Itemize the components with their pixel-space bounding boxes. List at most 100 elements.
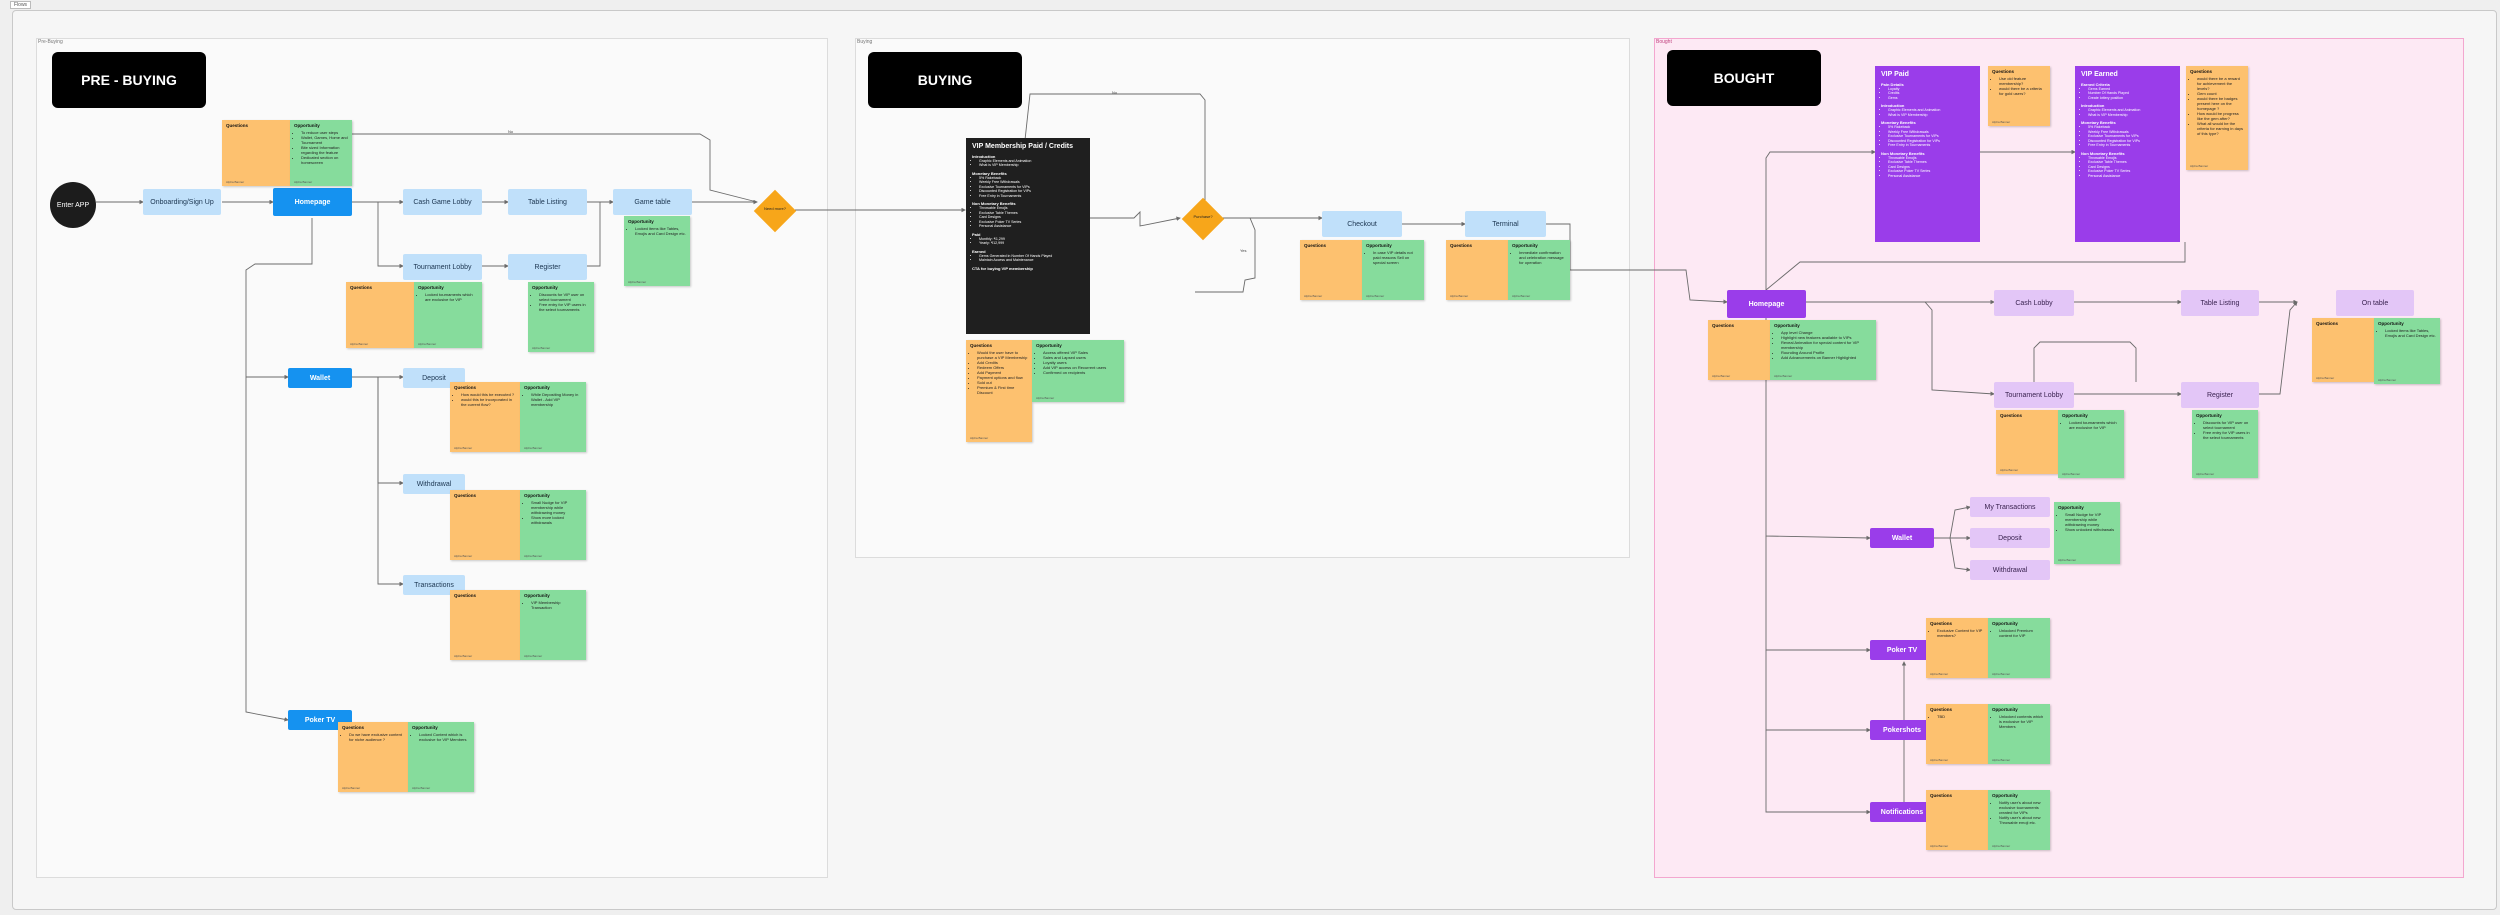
sticky-list-item: Free entry for VIP users in the select t…	[539, 302, 590, 312]
questions-sticky[interactable]: QuestionsDo we have exclusive content fo…	[338, 722, 408, 792]
opportunity-sticky[interactable]: OpportunityIn case VIP details not paid …	[1362, 240, 1424, 300]
questions-sticky[interactable]: QuestionsTBDAlpha Banner	[1926, 704, 1988, 764]
withdrawal-node[interactable]: Withdrawal	[403, 474, 465, 494]
bought-homepage-node[interactable]: Homepage	[1727, 290, 1806, 318]
homepage-node[interactable]: Homepage	[273, 188, 352, 216]
sticky-list: Discounts for VIP user on select tournam…	[2196, 420, 2254, 440]
opportunity-sticky[interactable]: OpportunityLocked items like Tables, Emo…	[624, 216, 690, 286]
sticky-heading: Opportunity	[524, 593, 550, 598]
checkout-node[interactable]: Checkout	[1322, 211, 1402, 237]
sticky-list-item: would this be incorporated in the curren…	[461, 397, 516, 407]
wallet-node[interactable]: Wallet	[288, 368, 352, 388]
register-node[interactable]: Register	[508, 254, 587, 280]
opportunity-sticky[interactable]: OpportunityLocked items like Tables, Emo…	[2374, 318, 2440, 384]
game-table-node[interactable]: Game table	[613, 189, 692, 215]
opportunity-sticky[interactable]: OpportunityLocked tournaments which are …	[414, 282, 482, 348]
opportunity-sticky[interactable]: OpportunityLocked Content which is exclu…	[408, 722, 474, 792]
card-section-list: Throwable EmojisExclusive Table ThemesCa…	[2081, 156, 2174, 178]
sticky-list-item: Confirmed on recipients	[1043, 370, 1120, 375]
questions-sticky[interactable]: QuestionsExclusive Content for VIP membe…	[1926, 618, 1988, 678]
questions-sticky[interactable]: QuestionsUse old feature membership?woul…	[1988, 66, 2050, 126]
opportunity-sticky[interactable]: OpportunityUnlocked contents which is ex…	[1988, 704, 2050, 764]
sticky-heading: Questions	[2316, 321, 2339, 326]
onboarding-node[interactable]: Onboarding/Sign Up	[143, 189, 221, 215]
bought-on-table-node[interactable]: On table	[2336, 290, 2414, 316]
opportunity-sticky[interactable]: OpportunityWhile Depositing Money in Wal…	[520, 382, 586, 452]
sticky-list-item: What all would be the criteria for earni…	[2197, 121, 2244, 136]
card-list-item: Monthly: ₹1,299	[979, 237, 1084, 241]
sticky-heading: Opportunity	[1992, 793, 2018, 798]
tournament-lobby-node[interactable]: Tournament Lobby	[403, 254, 482, 280]
sticky-heading: Questions	[226, 123, 249, 128]
bought-deposit-node[interactable]: Deposit	[1970, 528, 2050, 548]
card-section-list: LoyaltyCreditsGems	[1881, 87, 1974, 100]
opportunity-sticky[interactable]: OpportunityLocked tournaments which are …	[2058, 410, 2124, 478]
sticky-list: Locked Content which is exclusive for VI…	[412, 732, 470, 742]
sticky-list-item: Add Credits	[977, 360, 1028, 365]
opportunity-sticky[interactable]: OpportunityUnlocked Premium content for …	[1988, 618, 2050, 678]
sticky-list-item: How would be progress like the gem after…	[2197, 111, 2244, 121]
pokershots-node[interactable]: Pokershots	[1870, 720, 1934, 740]
card-list-item: Exclusive Table Themes	[979, 211, 1084, 215]
card-list-item: Free Entry in Tournaments	[979, 194, 1084, 198]
deposit-node[interactable]: Deposit	[403, 368, 465, 388]
opportunity-sticky[interactable]: OpportunityDiscounts for VIP user on sel…	[2192, 410, 2258, 478]
opportunity-sticky[interactable]: OpportunityDiscounts for VIP user on sel…	[528, 282, 594, 352]
bought-poker-tv-node[interactable]: Poker TV	[1870, 640, 1934, 660]
opportunity-sticky[interactable]: OpportunityVIP Membership TransactionAlp…	[520, 590, 586, 660]
terminal-node[interactable]: Terminal	[1465, 211, 1546, 237]
card-list-item: Exclusive Tournaments for VIPs	[2088, 134, 2174, 138]
table-listing-node[interactable]: Table Listing	[508, 189, 587, 215]
sticky-list-item: Access offered VIP Sales	[1043, 350, 1120, 355]
questions-sticky[interactable]: Questionswould there be a reward for ach…	[2186, 66, 2248, 170]
opportunity-sticky[interactable]: OpportunityAccess offered VIP SalesSales…	[1032, 340, 1124, 402]
sticky-heading: Opportunity	[418, 285, 444, 290]
opportunity-sticky[interactable]: OpportunityImmediate confirmation and ce…	[1508, 240, 1570, 300]
questions-sticky[interactable]: QuestionsHow would this be executed ?wou…	[450, 382, 520, 452]
sticky-footer: Alpha Banner	[294, 180, 313, 184]
card-section-list: Gems Generated in Number Of Hands Played…	[972, 254, 1084, 263]
edge-no-label-buying: No	[1112, 90, 1118, 95]
opportunity-sticky[interactable]: OpportunityNotify user's about new exclu…	[1988, 790, 2050, 850]
sticky-heading: Opportunity	[2062, 413, 2088, 418]
bought-tournament-lobby-node[interactable]: Tournament Lobby	[1994, 382, 2074, 408]
questions-sticky[interactable]: QuestionsWould the user have to purchase…	[966, 340, 1032, 442]
sticky-footer: Alpha Banner	[1992, 672, 2011, 676]
transactions-node[interactable]: Transactions	[403, 575, 465, 595]
my-transactions-node[interactable]: My Transactions	[1970, 497, 2050, 517]
sticky-footer: Alpha Banner	[2196, 472, 2215, 476]
opportunity-sticky[interactable]: OpportunitySmall Nudge for VIP membershi…	[520, 490, 586, 560]
bought-cash-lobby-node[interactable]: Cash Lobby	[1994, 290, 2074, 316]
cash-game-lobby-node[interactable]: Cash Game Lobby	[403, 189, 482, 215]
sticky-list: Discounts for VIP user on select tournam…	[532, 292, 590, 312]
sticky-list-item: Discounts for VIP user on select tournam…	[539, 292, 590, 302]
card-list-item: Weekly Free Withdrawals	[979, 180, 1084, 184]
sticky-heading: Questions	[1930, 793, 1953, 798]
notifications-node[interactable]: Notifications	[1870, 802, 1934, 822]
bought-withdrawal-node[interactable]: Withdrawal	[1970, 560, 2050, 580]
enter-app-node[interactable]: Enter APP	[50, 182, 96, 228]
sticky-list: TBD	[1930, 714, 1984, 719]
opportunity-sticky[interactable]: OpportunityTo reduce user stepsWallet, G…	[290, 120, 352, 186]
poker-tv-node[interactable]: Poker TV	[288, 710, 352, 730]
vip-membership-card: VIP Membership Paid / Credits Introducti…	[966, 138, 1090, 334]
sticky-list-item: Gem count	[2197, 91, 2244, 96]
opportunity-sticky[interactable]: OpportunityApp level ChangeHighlight new…	[1770, 320, 1876, 380]
bought-wallet-node[interactable]: Wallet	[1870, 528, 1934, 548]
bought-table-listing-node[interactable]: Table Listing	[2181, 290, 2259, 316]
sticky-list: Locked items like Tables, Emojis and Car…	[2378, 328, 2436, 338]
card-list-item: 5% Rakeback	[979, 176, 1084, 180]
opportunity-sticky[interactable]: OpportunitySmall Nudge for VIP membershi…	[2054, 502, 2120, 564]
bought-register-node[interactable]: Register	[2181, 382, 2259, 408]
